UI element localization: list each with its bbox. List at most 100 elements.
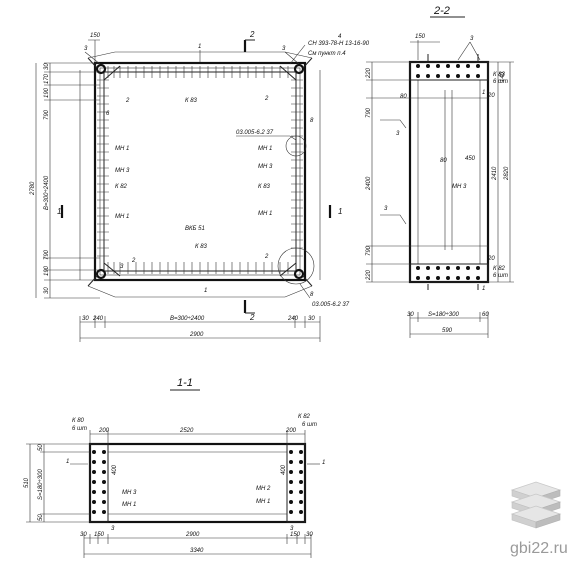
callout-8: 8 [310, 292, 314, 298]
dim-30: 30 [44, 63, 50, 70]
spec-note: 03.005-6.2 37 [236, 130, 274, 136]
callout-2: 2 [125, 98, 130, 104]
dim-790: 790 [366, 245, 372, 256]
spec-note: 03.005-6.2 37 [312, 302, 350, 308]
corner-bar [95, 268, 107, 280]
spec-note: См пункт п.4 [308, 51, 346, 57]
dim-formula-s: S=180÷300 [38, 469, 44, 500]
dim-2820: 2820 [504, 166, 510, 181]
callout-1: 1 [204, 288, 207, 294]
dim-790: 790 [44, 249, 50, 260]
section-1-1-body [88, 442, 307, 524]
dim-150: 150 [290, 532, 301, 538]
dim-2900: 2900 [185, 532, 200, 538]
callout-2: 2 [264, 96, 269, 102]
label-mn1: МН 1 [115, 214, 129, 220]
callout-3: 3 [282, 46, 286, 52]
plan-bottom-dimensions: 30 240 B=300÷2400 240 30 2900 [79, 316, 321, 342]
dim-140: 140 [500, 71, 506, 82]
plan-view: 2 2 1 1 30 170 190 790 2780 B=300÷2400 7… [30, 30, 370, 342]
watermark-logo [510, 481, 562, 529]
dim-formula-s: S=180÷300 [428, 312, 459, 318]
dim-190: 190 [44, 265, 50, 276]
dim-2520: 2520 [179, 428, 194, 434]
label-k82: К 82 [493, 266, 506, 272]
dim-240: 240 [287, 316, 299, 322]
callout-1: 1 [66, 459, 69, 465]
dim-790: 790 [366, 107, 372, 118]
dim-2780: 2780 [30, 181, 36, 196]
cut-1-right-label: 1 [338, 207, 342, 216]
dim-2900: 2900 [189, 332, 204, 338]
plan-left-dimensions: 30 170 190 790 2780 B=300÷2400 790 190 3… [30, 63, 100, 299]
detail-callout-circle [285, 135, 307, 157]
label-mn2: МН 2 [256, 486, 271, 492]
dim-790: 790 [44, 109, 50, 120]
callout-6: 6 [106, 111, 110, 117]
dim-200: 200 [98, 428, 110, 434]
dim-30: 30 [407, 312, 414, 318]
dim-400: 400 [281, 464, 287, 475]
detail-callout-circle [277, 247, 315, 285]
dim-30: 30 [306, 532, 313, 538]
label-mn1: МН 1 [258, 211, 272, 217]
callout-1: 1 [482, 286, 485, 292]
callout-8: 8 [310, 118, 314, 124]
label-k80: К 80 [72, 418, 85, 424]
section-2-2-body [408, 60, 490, 284]
dim-60: 60 [482, 312, 489, 318]
label-mn3: МН 3 [258, 164, 273, 170]
dim-30: 30 [308, 316, 315, 322]
label-bkb51: ВКБ 51 [185, 226, 205, 232]
label-mn1: МН 1 [258, 146, 272, 152]
dim-450: 450 [465, 156, 476, 162]
label-mn3: МН 3 [122, 490, 137, 496]
dim-220: 220 [366, 269, 372, 281]
dim-150: 150 [90, 33, 101, 39]
section-2-2-title: 2-2 [433, 5, 450, 17]
callout-4: 4 [338, 34, 342, 40]
callout-3: 3 [120, 264, 124, 270]
label-k83: К 83 [258, 184, 271, 190]
dim-510: 510 [24, 477, 30, 488]
dim-170: 170 [44, 73, 50, 84]
callout-3: 3 [84, 46, 88, 52]
plan-labels: 3 1 3 СН 393-78-Н 13-16-90 См пункт п.4 … [84, 34, 370, 308]
callout-1: 1 [198, 44, 201, 50]
dim-150: 150 [415, 34, 426, 40]
dim-3340: 3340 [190, 548, 204, 554]
label-6sht: 6 шт [493, 79, 508, 85]
dim-30: 30 [82, 316, 89, 322]
label-6sht: 6 шт [302, 422, 317, 428]
section-1-1-title: 1-1 [177, 377, 193, 389]
dim-50: 50 [38, 514, 44, 521]
cut-1-left-label: 1 [57, 207, 61, 216]
cut-2-bottom-label: 2 [249, 313, 255, 322]
callout-2: 2 [131, 258, 136, 264]
label-6sht: 6 шт [72, 426, 87, 432]
callout-3: 3 [384, 206, 388, 212]
dim-20: 20 [487, 93, 495, 99]
section-2-2: 2-2 150 3 К 83 6 шт 1 220 790 2400 790 2… [366, 5, 514, 338]
callout-1: 1 [322, 460, 325, 466]
label-mn1: МН 1 [122, 502, 136, 508]
dim-590: 590 [442, 328, 453, 334]
section-1-1: 1-1 К 80 6 шт К 82 6 шт 200 2520 200 510… [24, 377, 325, 558]
section-2-2-rebar [416, 64, 480, 280]
dim-190: 190 [44, 87, 50, 98]
dim-150: 150 [94, 532, 105, 538]
dim-2410: 2410 [492, 166, 498, 181]
label-mn3: МН 3 [452, 184, 467, 190]
spec-note: СН 393-78-Н 13-16-90 [308, 41, 370, 47]
dim-50: 50 [38, 444, 44, 451]
watermark-site: gbi22.ru [510, 540, 568, 557]
dim-80: 80 [440, 158, 447, 164]
corner-bar [95, 63, 107, 75]
label-6sht: 6 шт [493, 273, 508, 279]
cut-2-top-label: 2 [249, 30, 255, 39]
label-k83: К 83 [195, 244, 208, 250]
plan-outer-wall [93, 61, 307, 282]
dim-formula-b: B=300÷2400 [44, 175, 50, 210]
label-mn1: МН 1 [256, 499, 270, 505]
callout-2: 2 [264, 254, 269, 260]
